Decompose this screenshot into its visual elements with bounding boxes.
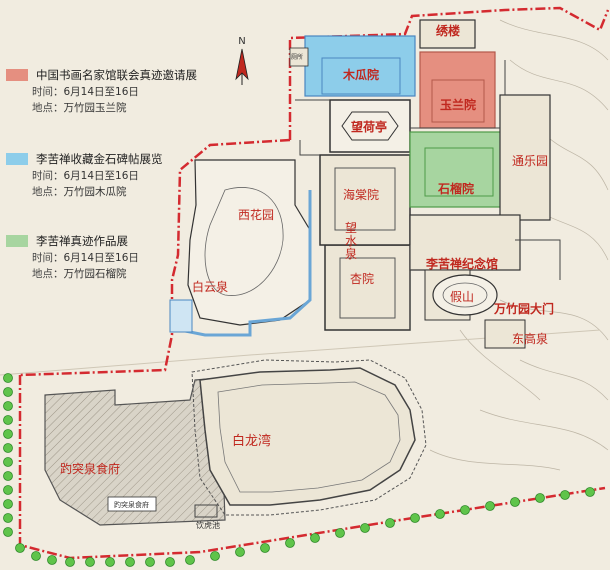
legend-title: 李苦禅收藏金石碑帖展览 (36, 152, 163, 166)
label-yangheting: 望荷亭 (351, 120, 388, 134)
yulanyuan-inner (431, 79, 485, 123)
walls (295, 60, 561, 330)
legend-place: 万竹园石榴院 (63, 268, 127, 280)
label-muguayuan: 木瓜院 (343, 68, 380, 82)
jinianguan-block (409, 214, 521, 271)
baiyunquan-pool (169, 299, 193, 333)
jiashan-rockery (432, 274, 498, 316)
label-jinianguan: 李苦禅纪念馆 (426, 257, 499, 271)
legend-place: 万竹园木瓜院 (63, 186, 127, 198)
lake-shore (191, 359, 427, 516)
road-edge (0, 329, 601, 376)
legend-item-2: 李苦禅收藏金石碑帖展览 时间：6月14日至16日 地点：万竹园木瓜院 (6, 150, 216, 200)
tongleyuan-block (499, 94, 551, 221)
shiliuyuan-inner (424, 147, 494, 197)
label-shiliuyuan: 石榴院 (438, 182, 475, 196)
label-baiyunquan: 白云泉 (192, 280, 229, 294)
label-wanzhuyuan-gate: 万竹园大门 (494, 302, 555, 316)
label-small-building: 厕所 (291, 54, 304, 61)
legend-title: 李苦禅真迹作品展 (36, 234, 128, 248)
jiashan-inner (442, 282, 488, 308)
haitangyuan-inner (334, 167, 396, 231)
legend-item-1: 中国书画名家馆联会真迹邀请展 时间：6月14日至16日 地点：万竹园玉兰院 (6, 66, 216, 116)
label-tongleyuan: 通乐园 (512, 154, 549, 168)
xihuayuan-path (204, 187, 284, 296)
legend-time: 6月14日至16日 (63, 86, 139, 98)
label-baotuquan-restaurant: 趵突泉食府 (60, 462, 121, 476)
legend-swatch-green (6, 235, 28, 247)
compass-letter: N (238, 36, 246, 47)
label-restaurant-sign: 趵突泉食府 (114, 501, 149, 509)
label-bailongwan: 白龙湾 (232, 434, 272, 449)
small-building (289, 47, 309, 67)
label-jiashan: 假山 (450, 290, 475, 304)
label-yulanyuan: 玉兰院 (440, 98, 477, 112)
restaurant-sign-box (107, 496, 157, 512)
wangheting-pavilion (341, 111, 399, 141)
wangheting-block (329, 99, 411, 153)
yinhuchi-pool (194, 504, 218, 518)
legend-place: 万竹园玉兰院 (63, 102, 127, 114)
lake-inner (217, 381, 401, 493)
boundary-west (19, 138, 291, 377)
north-arrow-icon: N (232, 36, 252, 91)
label-donggaoquan: 东高泉 (512, 332, 549, 346)
legend-swatch-blue (6, 153, 28, 165)
muguayuan-inner (321, 57, 401, 95)
legend-time: 6月14日至16日 (63, 170, 139, 182)
legend-time: 6月14日至16日 (63, 252, 139, 264)
label-xingyuan: 杏院 (350, 272, 375, 286)
xiulou-block (419, 19, 476, 49)
legend-title: 中国书画名家馆联会真迹邀请展 (36, 68, 197, 82)
label-xiulou: 绣楼 (436, 24, 461, 38)
label-xihuayuan: 西花园 (238, 208, 275, 222)
legend-swatch-red (6, 69, 28, 81)
muguayuan-block (304, 35, 416, 97)
legend-item-3: 李苦禅真迹作品展 时间：6月14日至16日 地点：万竹园石榴院 (6, 232, 216, 282)
xingyuan-inner (339, 257, 396, 319)
tree-row (3, 373, 595, 567)
donggaoquan-block (484, 319, 526, 349)
label-yinhuchi: 饮虎池 (196, 521, 220, 530)
bailongwan-lake (199, 367, 416, 506)
label-wangshuiquan: 望水泉 (345, 221, 358, 261)
label-haitangyuan: 海棠院 (343, 188, 380, 202)
